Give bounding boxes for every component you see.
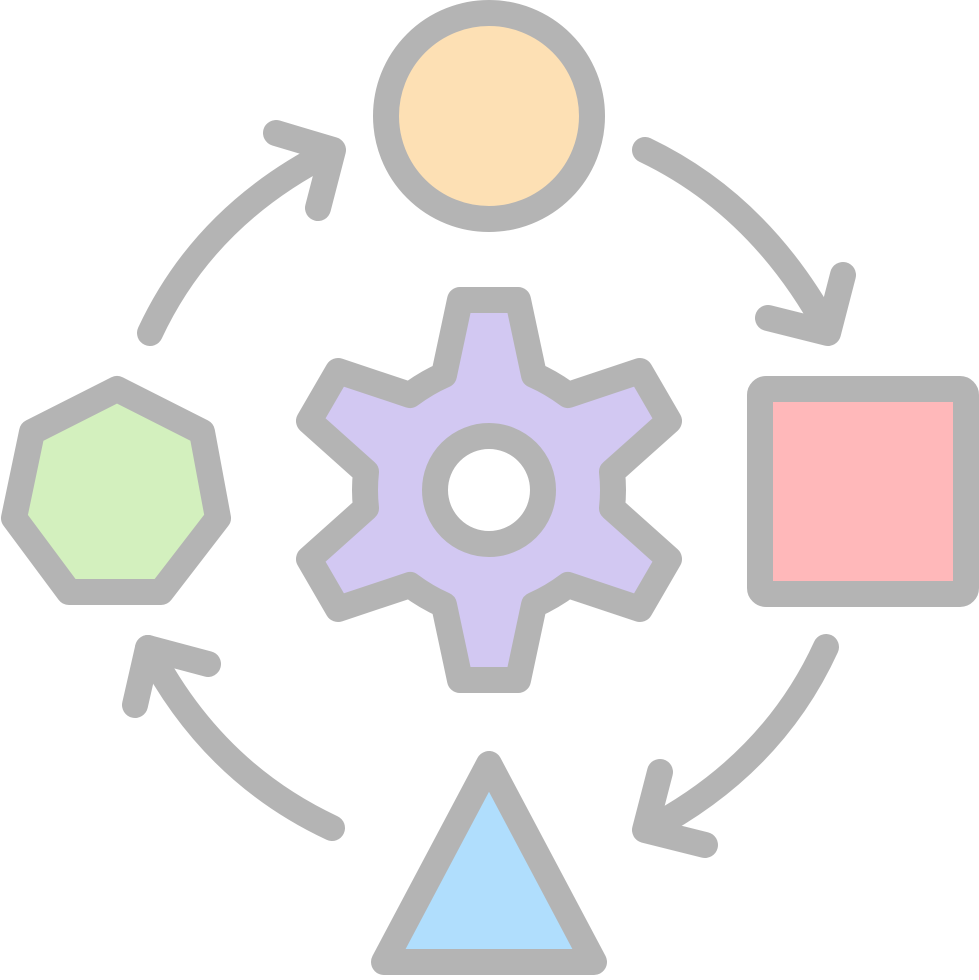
arrow-bottom-left-head xyxy=(122,635,221,718)
arrow-top-right-head xyxy=(755,262,856,346)
arrow-bottom-left xyxy=(135,635,345,841)
circle-shape xyxy=(373,0,605,232)
square-shape xyxy=(747,376,979,607)
arrow-bottom-right xyxy=(635,634,839,843)
heptagon-shape xyxy=(1,376,231,605)
arrow-top-left xyxy=(137,139,343,346)
gear-hole xyxy=(422,423,556,557)
arrow-top-right xyxy=(632,137,841,343)
arrow-bottom-right-head xyxy=(632,759,718,858)
triangle-shape xyxy=(371,751,607,975)
arrow-top-left-head xyxy=(263,120,346,221)
